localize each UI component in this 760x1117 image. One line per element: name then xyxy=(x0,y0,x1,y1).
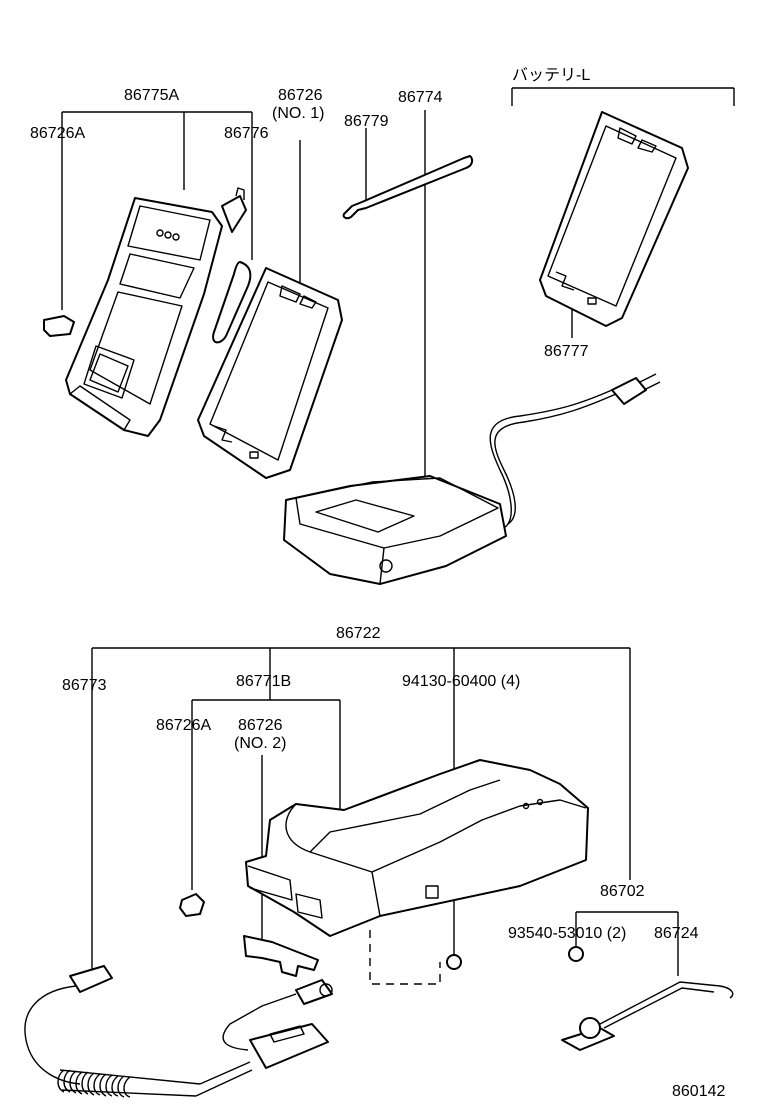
label-86722: 86722 xyxy=(336,625,381,642)
clip-86726A-top xyxy=(43,315,75,337)
label-86726-no2: 86726 xyxy=(238,717,283,734)
bolt-94130 xyxy=(446,954,462,970)
label-86702: 86702 xyxy=(600,883,645,900)
label-86726A-bottom: 86726A xyxy=(156,717,212,734)
label-86773: 86773 xyxy=(62,677,107,694)
label-86726A-top: 86726A xyxy=(30,125,86,142)
label-86724: 86724 xyxy=(654,925,699,942)
charger-86774 xyxy=(283,373,661,585)
label-86775A: 86775A xyxy=(124,87,180,104)
label-86726-no1: 86726 xyxy=(278,87,323,104)
label-86777: 86777 xyxy=(544,343,589,360)
leader-lines-handset xyxy=(61,110,426,476)
cradle-86771B xyxy=(245,759,589,937)
label-94130: 94130-60400 (4) xyxy=(402,673,521,690)
battery-86726-no1 xyxy=(197,267,343,479)
label-no2: (NO. 2) xyxy=(234,735,287,752)
label-86776: 86776 xyxy=(224,125,269,142)
label-86774: 86774 xyxy=(398,89,443,106)
label-no1: (NO. 1) xyxy=(272,105,325,122)
diagram-id: 860142 xyxy=(672,1083,726,1100)
handset-86775A xyxy=(65,187,247,437)
label-86771B: 86771B xyxy=(236,673,292,690)
holder-86726-no2 xyxy=(243,935,319,977)
label-battery-l: バッテリ-L xyxy=(512,67,591,84)
cable-86773 xyxy=(24,965,333,1098)
leader-lines-cradle xyxy=(91,647,679,985)
antenna-86724 xyxy=(561,981,734,1051)
battery-l-86777 xyxy=(511,87,735,338)
clip-93540 xyxy=(568,946,584,962)
label-93540: 93540-53010 (2) xyxy=(508,925,627,942)
strap-86779 xyxy=(342,155,474,220)
clip-86726A-bottom xyxy=(179,893,205,917)
gasket-86776 xyxy=(212,261,252,344)
label-86779: 86779 xyxy=(344,113,389,130)
